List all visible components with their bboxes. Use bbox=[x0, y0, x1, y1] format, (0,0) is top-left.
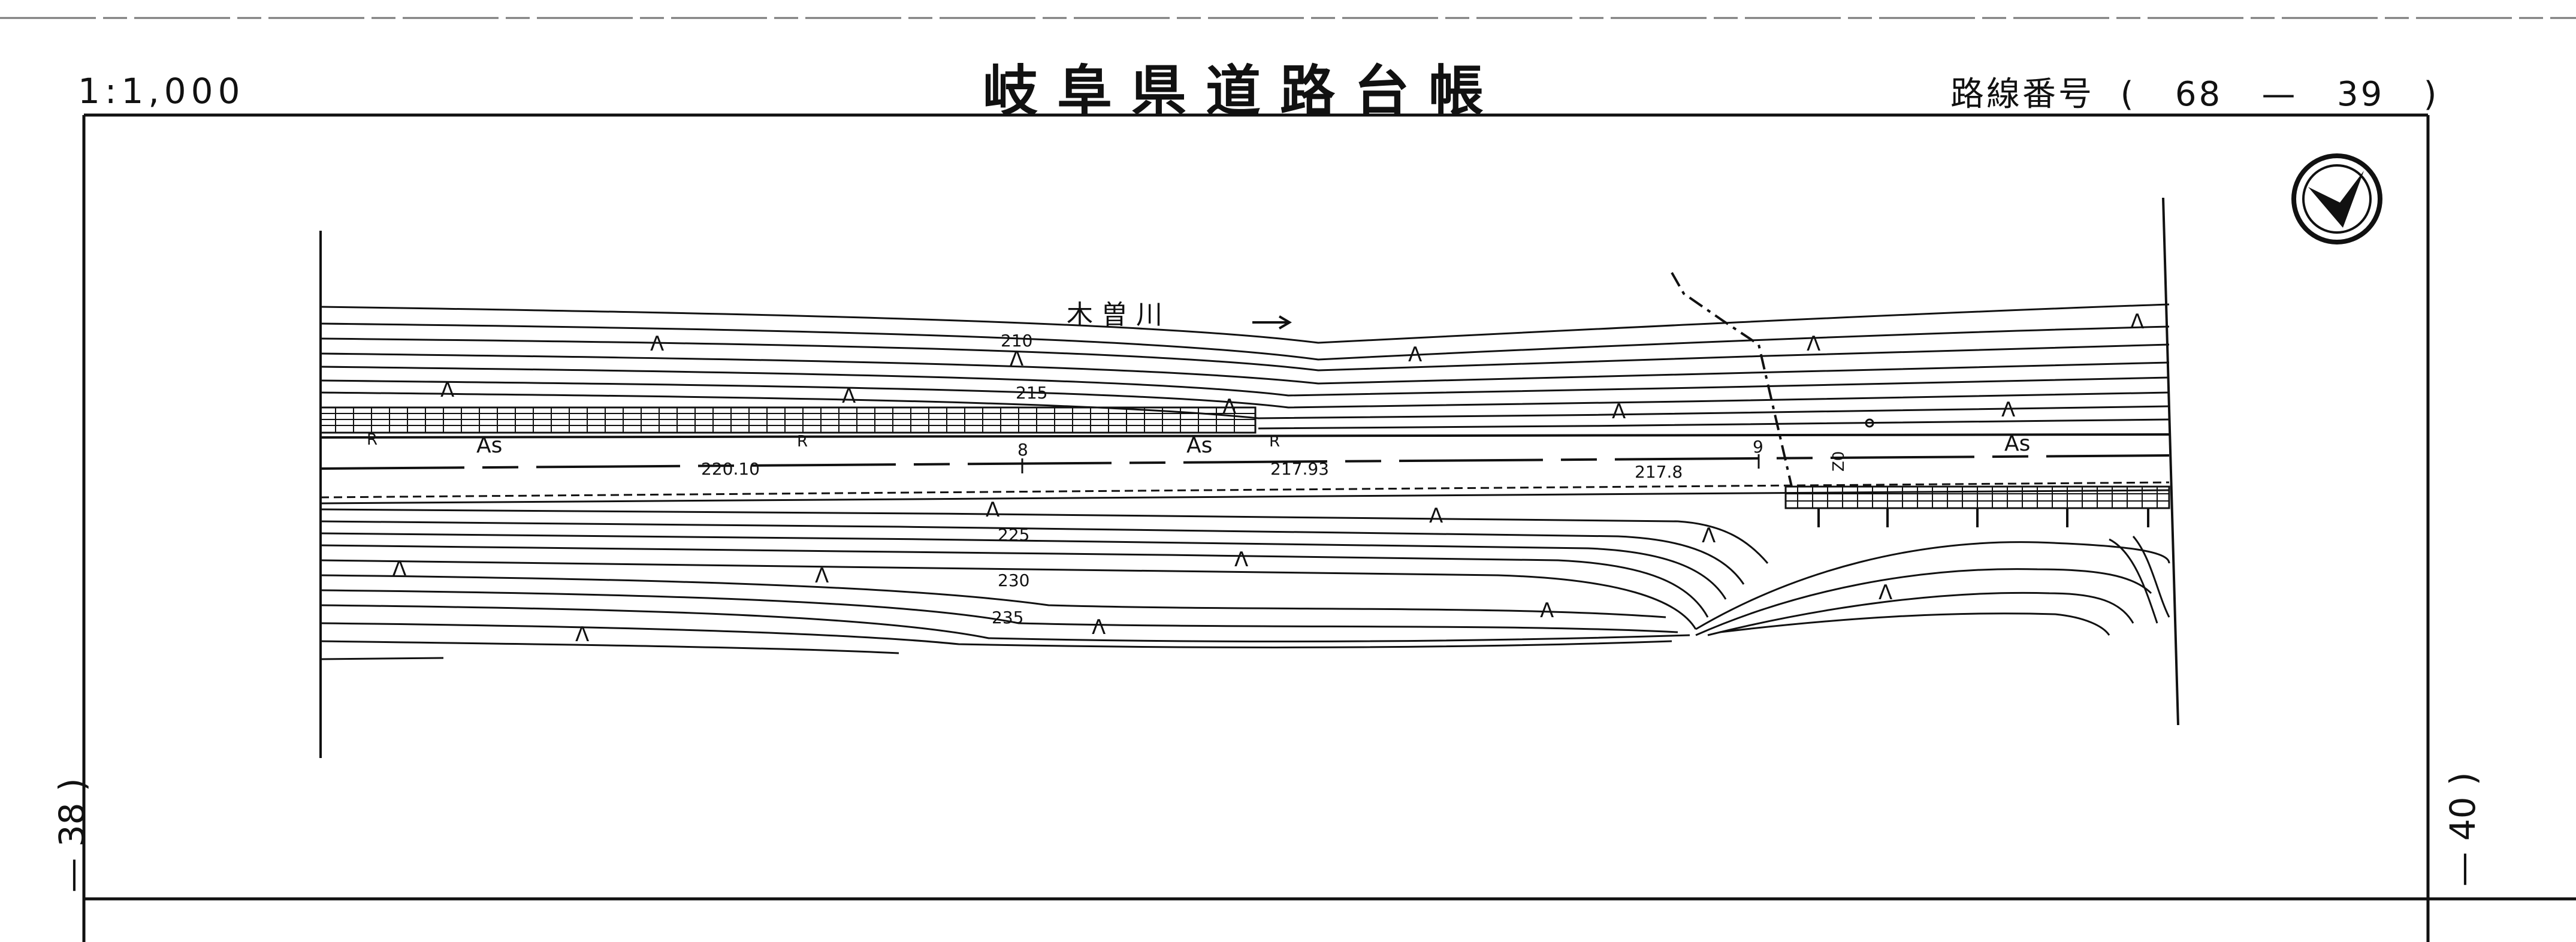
svg-text:Λ: Λ bbox=[440, 378, 454, 402]
page-title: 岐阜県道路台帳 bbox=[983, 59, 1503, 123]
vegetation-symbols: Λ Λ Λ Λ Λ Λ Λ Λ Λ Λ Λ Λ Λ Λ Λ Λ Λ Λ Λ Λ bbox=[392, 310, 2144, 647]
river-label: 木 曽 川 bbox=[1067, 300, 1162, 330]
upper-contours bbox=[320, 303, 2170, 430]
svg-text:Λ: Λ bbox=[986, 498, 999, 522]
route-main-number: 68 bbox=[2175, 75, 2223, 114]
contour-label-235: 235 bbox=[992, 608, 1023, 627]
svg-text:Λ: Λ bbox=[1429, 504, 1443, 528]
contour-label-215: 215 bbox=[1016, 383, 1047, 403]
survey-point-icon bbox=[1865, 418, 1874, 428]
svg-text:Λ: Λ bbox=[1234, 548, 1248, 572]
road-mark-1: R bbox=[367, 431, 378, 449]
route-close-paren: ) bbox=[2397, 75, 2439, 114]
svg-text:Λ: Λ bbox=[1807, 332, 1820, 356]
contour-label-230: 230 bbox=[998, 570, 1029, 590]
route-open-paren: ( bbox=[2107, 75, 2163, 114]
svg-text:Λ: Λ bbox=[1702, 524, 1716, 548]
route-number: 路線番号 ( 68 — 39 ) bbox=[1950, 67, 2439, 116]
svg-text:Λ: Λ bbox=[1540, 599, 1554, 623]
contour-label-225: 225 bbox=[998, 525, 1029, 545]
upper-road-edge bbox=[319, 406, 1257, 434]
lower-contours bbox=[320, 508, 2170, 660]
river-flow-arrow-icon bbox=[1252, 315, 1292, 330]
svg-text:Λ: Λ bbox=[2130, 310, 2144, 334]
contour-label-210: 210 bbox=[1001, 331, 1032, 351]
route-dash: — bbox=[2235, 75, 2324, 114]
svg-text:Λ: Λ bbox=[392, 557, 406, 581]
boundary-line bbox=[1671, 272, 1793, 487]
map-scale: 1:1,000 bbox=[78, 71, 245, 111]
svg-text:Λ: Λ bbox=[650, 332, 664, 356]
svg-text:Λ: Λ bbox=[815, 564, 829, 588]
svg-text:Λ: Λ bbox=[2001, 398, 2015, 422]
road-lines bbox=[320, 433, 2170, 505]
elevation-label-1: 220.10 bbox=[701, 459, 760, 479]
right-road-edge bbox=[1784, 485, 2170, 527]
km-marker-8: 8 bbox=[1017, 440, 1028, 460]
north-arrow-icon bbox=[2291, 153, 2382, 244]
elevation-label-3: 217.8 bbox=[1635, 462, 1683, 482]
surface-label-3: As bbox=[2004, 431, 2030, 456]
svg-text:Λ: Λ bbox=[575, 623, 589, 647]
svg-text:Λ: Λ bbox=[1222, 395, 1236, 419]
svg-text:Λ: Λ bbox=[1408, 343, 1422, 367]
svg-text:Λ: Λ bbox=[1092, 615, 1106, 639]
svg-text:Λ: Λ bbox=[1879, 581, 1892, 605]
side-mark: Z0 bbox=[1830, 451, 1848, 472]
sheet-header: 1:1,000 岐阜県道路台帳 路線番号 ( 68 — 39 ) bbox=[0, 0, 2576, 123]
map-right-boundary bbox=[2162, 197, 2179, 726]
svg-text:Λ: Λ bbox=[1612, 400, 1626, 424]
elevation-label-2: 217.93 bbox=[1270, 459, 1329, 479]
km-marker-9: 9 bbox=[1753, 437, 1763, 457]
surface-label-2: As bbox=[1186, 433, 1212, 458]
surface-label-1: As bbox=[476, 433, 502, 458]
route-label: 路線番号 bbox=[1950, 75, 2094, 114]
svg-text:Λ: Λ bbox=[1010, 347, 1023, 371]
road-mark-3: R bbox=[1269, 433, 1280, 451]
route-sub-number: 39 bbox=[2336, 75, 2385, 114]
svg-text:Λ: Λ bbox=[842, 384, 856, 408]
road-mark-2: R bbox=[797, 433, 808, 451]
